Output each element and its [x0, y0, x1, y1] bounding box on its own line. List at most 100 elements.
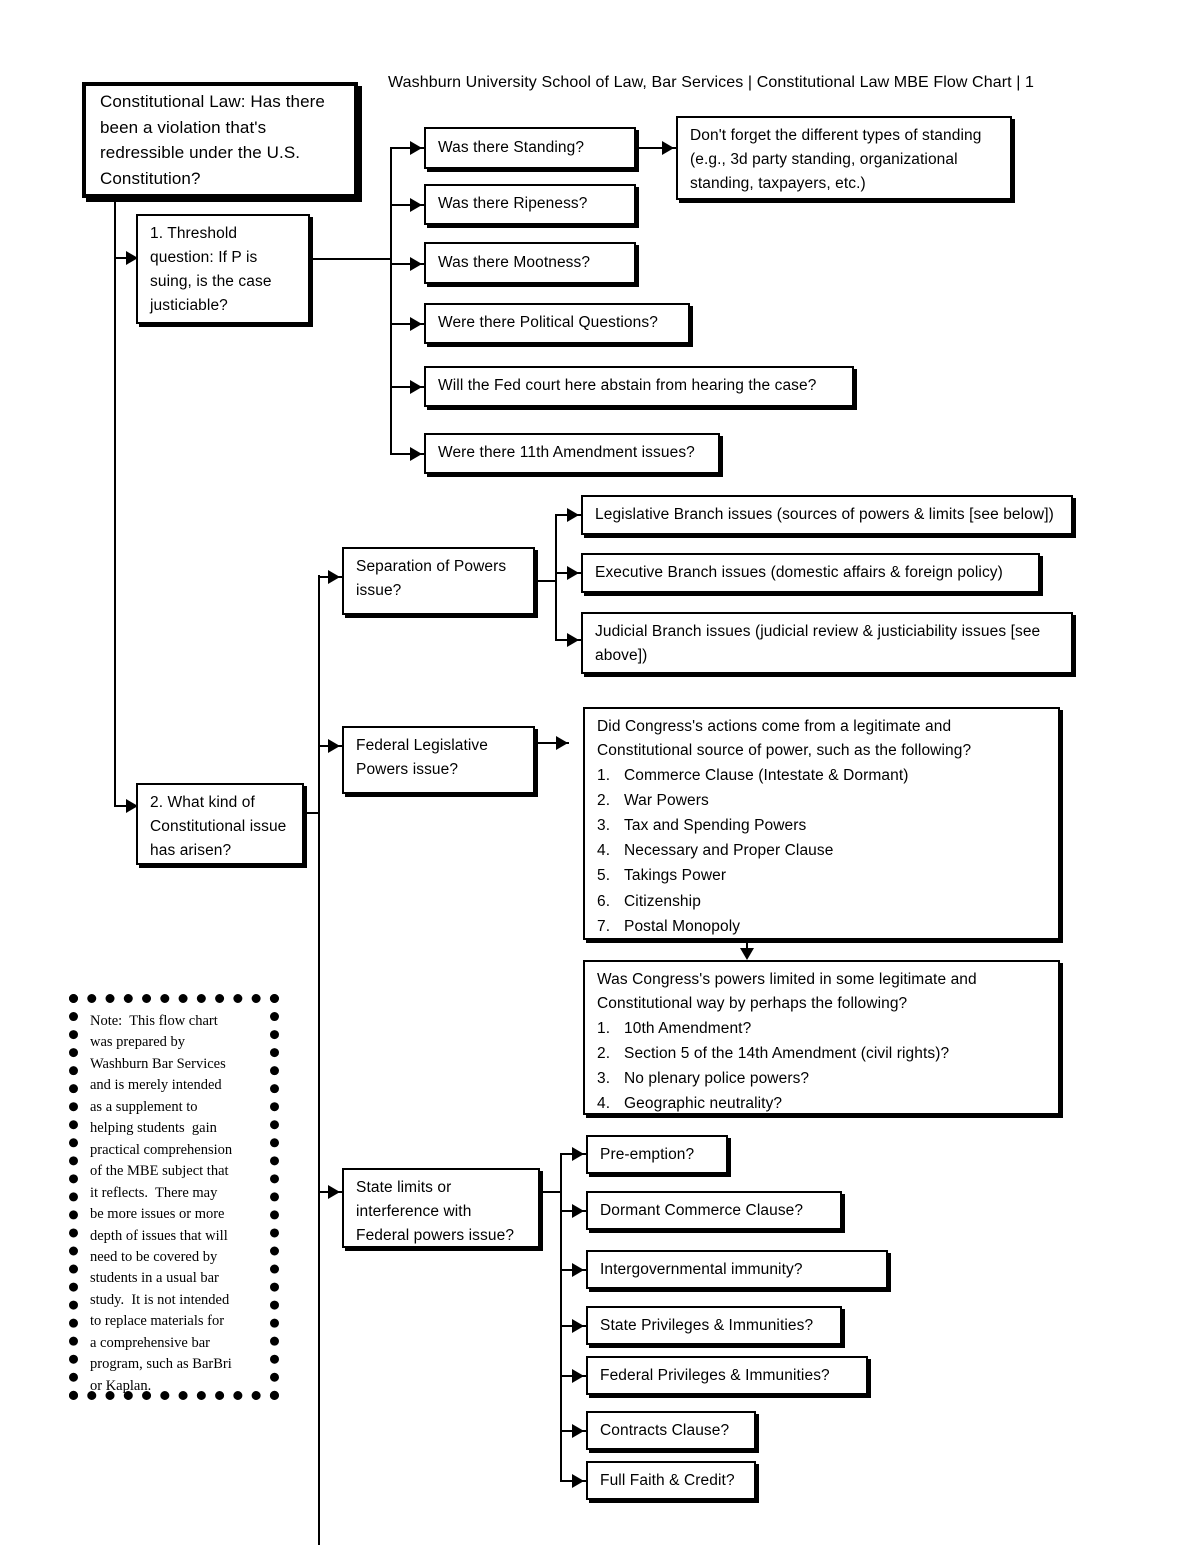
- state-limits-item-pre-emption: Pre-emption?: [586, 1135, 728, 1174]
- list-item: 6.Citizenship: [597, 889, 1046, 914]
- note-line: Note: This flow chart: [90, 1013, 218, 1029]
- threshold-question-text: 1. Threshold question: If P is suing, is…: [150, 225, 272, 315]
- note-line: program, such as BarBri: [90, 1356, 232, 1373]
- arrow-eleventh-amendment-icon: [410, 447, 422, 461]
- state-limits-label-pre-emption: Pre-emption?: [600, 1145, 695, 1163]
- arrow-congress-sources-icon: [556, 736, 568, 750]
- state-limits-item-full-faith-credit: Full Faith & Credit?: [586, 1461, 756, 1500]
- branch-box-abstention: Will the Fed court here abstain from hea…: [424, 366, 854, 407]
- list-number: 2.: [597, 1045, 611, 1063]
- arrow-to-issue-kind-icon: [126, 799, 138, 813]
- sop-label-judicial: Judicial Branch issues (judicial review …: [595, 623, 1041, 665]
- arrow-intergovernmental-immunity-icon: [572, 1263, 584, 1277]
- list-item: 3.Tax and Spending Powers: [597, 813, 1046, 838]
- branch-box-mootness: Was there Mootness?: [424, 242, 636, 284]
- note-line: practical comprehension: [90, 1141, 233, 1158]
- list-item: 5.Takings Power: [597, 863, 1046, 888]
- list-label: Tax and Spending Powers: [624, 817, 807, 835]
- threshold-question-box: 1. Threshold question: If P is suing, is…: [136, 214, 310, 324]
- sop-box-legislative: Legislative Branch issues (sources of po…: [581, 495, 1073, 535]
- congress-limits-list: 1.10th Amendment? 2.Section 5 of the 14t…: [597, 1016, 1046, 1116]
- congress-sources-list: 1.Commerce Clause (Intestate & Dormant) …: [597, 763, 1046, 939]
- arrow-standing-note-icon: [662, 141, 674, 155]
- arrow-mootness-icon: [410, 257, 422, 271]
- sop-label-legislative: Legislative Branch issues (sources of po…: [595, 506, 1054, 523]
- list-item: 3.No plenary police powers?: [597, 1066, 1046, 1091]
- threshold-branch-trunk: [390, 148, 392, 454]
- list-item: 4.Necessary and Proper Clause: [597, 838, 1046, 863]
- standing-types-note-text: Don't forget the different types of stan…: [690, 127, 982, 193]
- list-item: 4. Geographic neutrality?: [597, 1091, 1046, 1116]
- issue-kind-text: 2. What kind of Constitutional issue has…: [150, 794, 287, 860]
- separation-of-powers-text: Separation of Powers issue?: [356, 558, 507, 600]
- federal-legislative-powers-text: Federal Legislative Powers issue?: [356, 737, 488, 779]
- congress-limits-lead: Was Congress's powers limited in some le…: [597, 971, 977, 1013]
- list-label: Geographic neutrality?: [624, 1095, 783, 1113]
- state-limits-label-full-faith-credit: Full Faith & Credit?: [600, 1471, 735, 1489]
- branch-box-standing: Was there Standing?: [424, 127, 636, 169]
- connector-ripeness: [390, 204, 424, 206]
- disclaimer-note-box: Note: This flow chart was prepared by Wa…: [69, 994, 279, 1400]
- list-item: 1. Commerce Clause (Intestate & Dormant): [597, 763, 1046, 788]
- note-line: students in a usual bar: [90, 1270, 219, 1287]
- state-limits-item-federal-privileges: Federal Privileges & Immunities?: [586, 1356, 868, 1395]
- arrow-ripeness-icon: [410, 198, 422, 212]
- flp-stem-line: [535, 742, 569, 744]
- list-label: Postal Monopoly: [624, 917, 741, 935]
- note-line: a comprehensive bar: [90, 1334, 210, 1351]
- state-limits-label-federal-privileges: Federal Privileges & Immunities?: [600, 1366, 830, 1384]
- issue-kind-stem-line: [304, 812, 320, 814]
- state-limits-item-contracts-clause: Contracts Clause?: [586, 1411, 756, 1450]
- connector-mootness: [390, 263, 424, 265]
- branch-label-mootness: Was there Mootness?: [438, 253, 591, 271]
- state-limits-label-dormant-commerce: Dormant Commerce Clause?: [600, 1201, 804, 1219]
- note-line: depth of issues that will: [90, 1227, 228, 1244]
- list-label: Takings Power: [624, 867, 727, 885]
- state-limits-label-contracts-clause: Contracts Clause?: [600, 1421, 730, 1439]
- note-line: and is merely intended: [90, 1077, 222, 1094]
- branch-label-standing: Was there Standing?: [438, 138, 585, 156]
- arrow-political-questions-icon: [410, 317, 422, 331]
- connector-abstention: [390, 386, 424, 388]
- arrow-state-limits-icon: [328, 1185, 340, 1199]
- sop-box-executive: Executive Branch issues (domestic affair…: [581, 553, 1040, 593]
- list-item: 2. War Powers: [597, 788, 1046, 813]
- state-limits-item-intergovernmental-immunity: Intergovernmental immunity?: [586, 1250, 888, 1289]
- state-limits-item-dormant-commerce: Dormant Commerce Clause?: [586, 1191, 842, 1230]
- list-label: Citizenship: [624, 892, 701, 910]
- arrow-full-faith-credit-icon: [572, 1474, 584, 1488]
- list-number: 7.: [597, 917, 611, 935]
- congress-limits-box: Was Congress's powers limited in some le…: [583, 960, 1060, 1115]
- note-line: be more issues or more: [90, 1206, 225, 1223]
- arrow-federal-privileges-icon: [572, 1369, 584, 1383]
- state-limits-branch-trunk: [560, 1154, 562, 1481]
- list-item: 2. Section 5 of the 14th Amendment (civil…: [597, 1041, 1046, 1066]
- list-number: 4.: [597, 1095, 611, 1113]
- list-label: Section 5 of the 14th Amendment (civil r…: [624, 1045, 950, 1063]
- arrow-standing-icon: [410, 141, 422, 155]
- arrow-state-privileges-icon: [572, 1319, 584, 1333]
- state-limits-label-intergovernmental-immunity: Intergovernmental immunity?: [600, 1260, 803, 1278]
- note-line: need to be covered by: [90, 1248, 218, 1265]
- sop-label-executive: Executive Branch issues (domestic affair…: [595, 564, 1003, 581]
- list-number: 2.: [597, 792, 611, 810]
- branch-label-political-questions: Were there Political Questions?: [438, 314, 658, 332]
- branch-box-eleventh-amendment: Were there 11th Amendment issues?: [424, 433, 720, 474]
- note-line: study. It is not intended: [90, 1291, 230, 1308]
- branch-box-political-questions: Were there Political Questions?: [424, 303, 690, 344]
- list-number: 4.: [597, 842, 611, 860]
- title-box-text: Constitutional Law: Has there been a vio…: [100, 92, 325, 188]
- list-item: 7. Postal Monopoly: [597, 914, 1046, 939]
- sop-branch-trunk: [555, 515, 557, 641]
- arrow-abstention-icon: [410, 380, 422, 394]
- list-label: No plenary police powers?: [624, 1070, 810, 1088]
- branch-label-ripeness: Was there Ripeness?: [438, 195, 588, 213]
- list-number: 1.: [597, 767, 611, 785]
- branch-label-eleventh-amendment: Were there 11th Amendment issues?: [438, 444, 695, 462]
- note-line: as a supplement to: [90, 1098, 198, 1115]
- state-limits-stem-line: [540, 1191, 562, 1193]
- title-box: Constitutional Law: Has there been a vio…: [82, 82, 358, 198]
- list-label: Commerce Clause (Intestate & Dormant): [624, 767, 909, 785]
- list-label: War Powers: [624, 792, 709, 810]
- connector-standing: [390, 147, 424, 149]
